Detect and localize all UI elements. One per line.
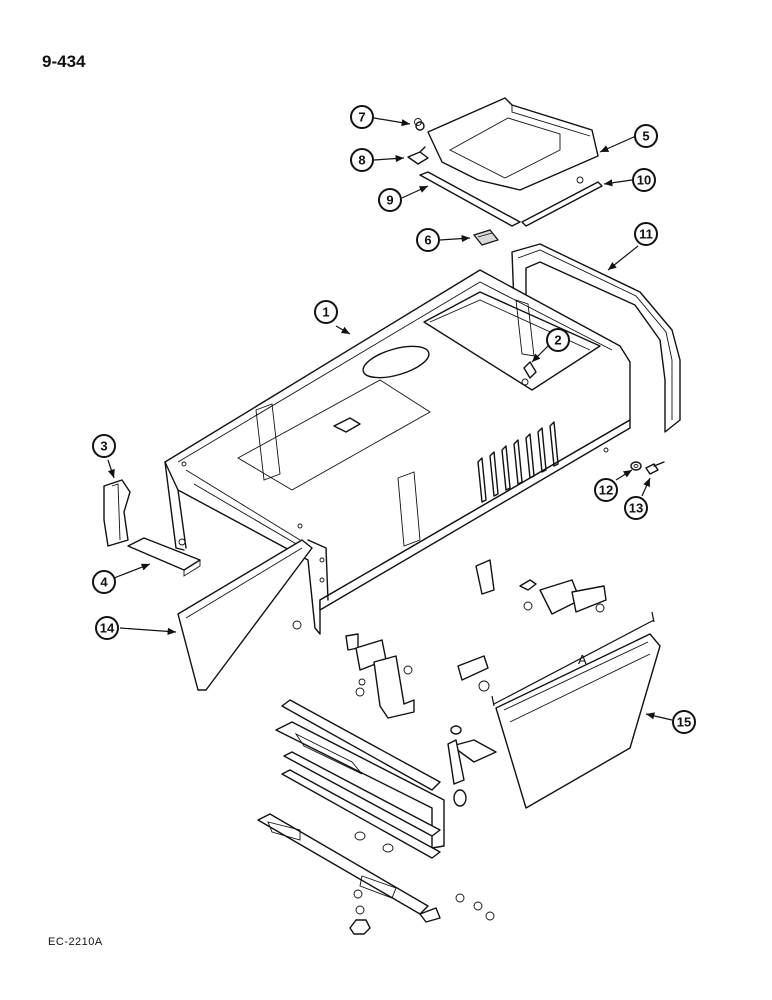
callout-13: 13 — [624, 477, 651, 520]
svg-text:9: 9 — [386, 193, 393, 208]
svg-text:7: 7 — [358, 110, 365, 125]
callout-1: 1 — [314, 300, 351, 335]
svg-text:2: 2 — [554, 333, 561, 348]
svg-text:8: 8 — [358, 153, 365, 168]
svg-text:1: 1 — [322, 305, 329, 320]
callout-5: 5 — [599, 124, 658, 153]
strip-10 — [521, 181, 603, 227]
svg-text:15: 15 — [677, 715, 691, 730]
hood-1 — [164, 269, 631, 635]
callout-3: 3 — [92, 434, 116, 479]
svg-text:6: 6 — [424, 233, 431, 248]
svg-text:12: 12 — [599, 483, 613, 498]
rubber-seal-11 — [511, 243, 681, 433]
dimension-a-label: A — [578, 652, 587, 667]
svg-text:10: 10 — [637, 173, 651, 188]
svg-text:5: 5 — [642, 129, 649, 144]
hood-vents — [477, 421, 559, 503]
strip-9 — [419, 171, 521, 227]
callout-7: 7 — [350, 105, 411, 129]
pad-3 — [103, 479, 131, 547]
screw-7 — [415, 121, 425, 131]
callout-10: 10 — [603, 168, 656, 192]
callout-12: 12 — [594, 469, 633, 502]
clip-8 — [407, 146, 429, 165]
svg-text:4: 4 — [100, 575, 108, 590]
decal-6 — [472, 229, 500, 246]
callout-15: 15 — [645, 710, 696, 734]
callout-4: 4 — [92, 563, 151, 594]
bottom-bracket — [257, 813, 495, 935]
svg-text:13: 13 — [629, 501, 643, 516]
svg-text:11: 11 — [639, 227, 653, 242]
callout-2: 2 — [531, 328, 570, 363]
page-number: 9-434 — [42, 52, 86, 71]
reference-code: EC-2210A — [48, 936, 103, 948]
strip-4 — [127, 537, 201, 577]
lower-rails — [275, 699, 497, 859]
callout-11: 11 — [607, 222, 658, 271]
svg-text:3: 3 — [100, 439, 107, 454]
hinge-brackets — [345, 559, 607, 719]
side-panel-15 — [495, 633, 661, 809]
callout-9: 9 — [378, 185, 429, 212]
callout-6: 6 — [416, 228, 471, 252]
callout-14: 14 — [95, 616, 177, 640]
side-panel-14 — [177, 539, 313, 691]
bolt-13 — [645, 461, 665, 475]
svg-text:14: 14 — [100, 621, 115, 636]
callout-8: 8 — [350, 148, 405, 172]
dimension-a: A — [491, 611, 655, 707]
washer-12 — [630, 461, 642, 471]
top-cover-plate — [414, 97, 599, 191]
